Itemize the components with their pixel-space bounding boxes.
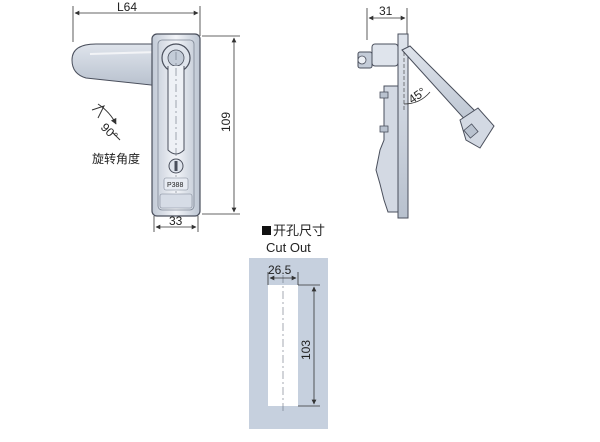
height-label: 109	[219, 112, 233, 132]
width-label: L64	[117, 0, 137, 14]
badge-text: P388	[167, 182, 183, 189]
cutout-section: 开孔尺寸 Cut Out 26.5 103	[249, 223, 328, 429]
angle-label: 45°	[406, 84, 429, 106]
depth-dimension: 31	[366, 4, 408, 40]
cutout-title-cn: 开孔尺寸	[273, 223, 325, 238]
cutout-width-dimension: 26.5	[267, 263, 299, 285]
width-dimension: L64	[72, 0, 201, 42]
height-dimension: 109	[202, 35, 240, 215]
cutout-height-dimension: 103	[298, 284, 320, 407]
side-flange	[397, 33, 409, 219]
handle-lever	[71, 43, 161, 87]
side-view: 31 45°	[357, 4, 495, 219]
front-view: L64 P388 109 33	[71, 0, 240, 232]
base-width-label: 33	[169, 214, 183, 228]
rotation-angle-label: 90°	[98, 120, 121, 143]
cutout-height-label: 103	[299, 340, 313, 360]
cutout-title-en: Cut Out	[266, 240, 311, 255]
rotation-indicator: 90° 旋转角度	[91, 103, 140, 166]
base-width-dimension: 33	[153, 214, 199, 232]
lever-grip	[459, 107, 495, 149]
rotation-caption: 旋转角度	[92, 151, 140, 166]
depth-label: 31	[379, 4, 393, 18]
side-body	[375, 85, 399, 213]
cutout-width-label: 26.5	[268, 263, 292, 277]
bullet-square	[262, 226, 271, 235]
